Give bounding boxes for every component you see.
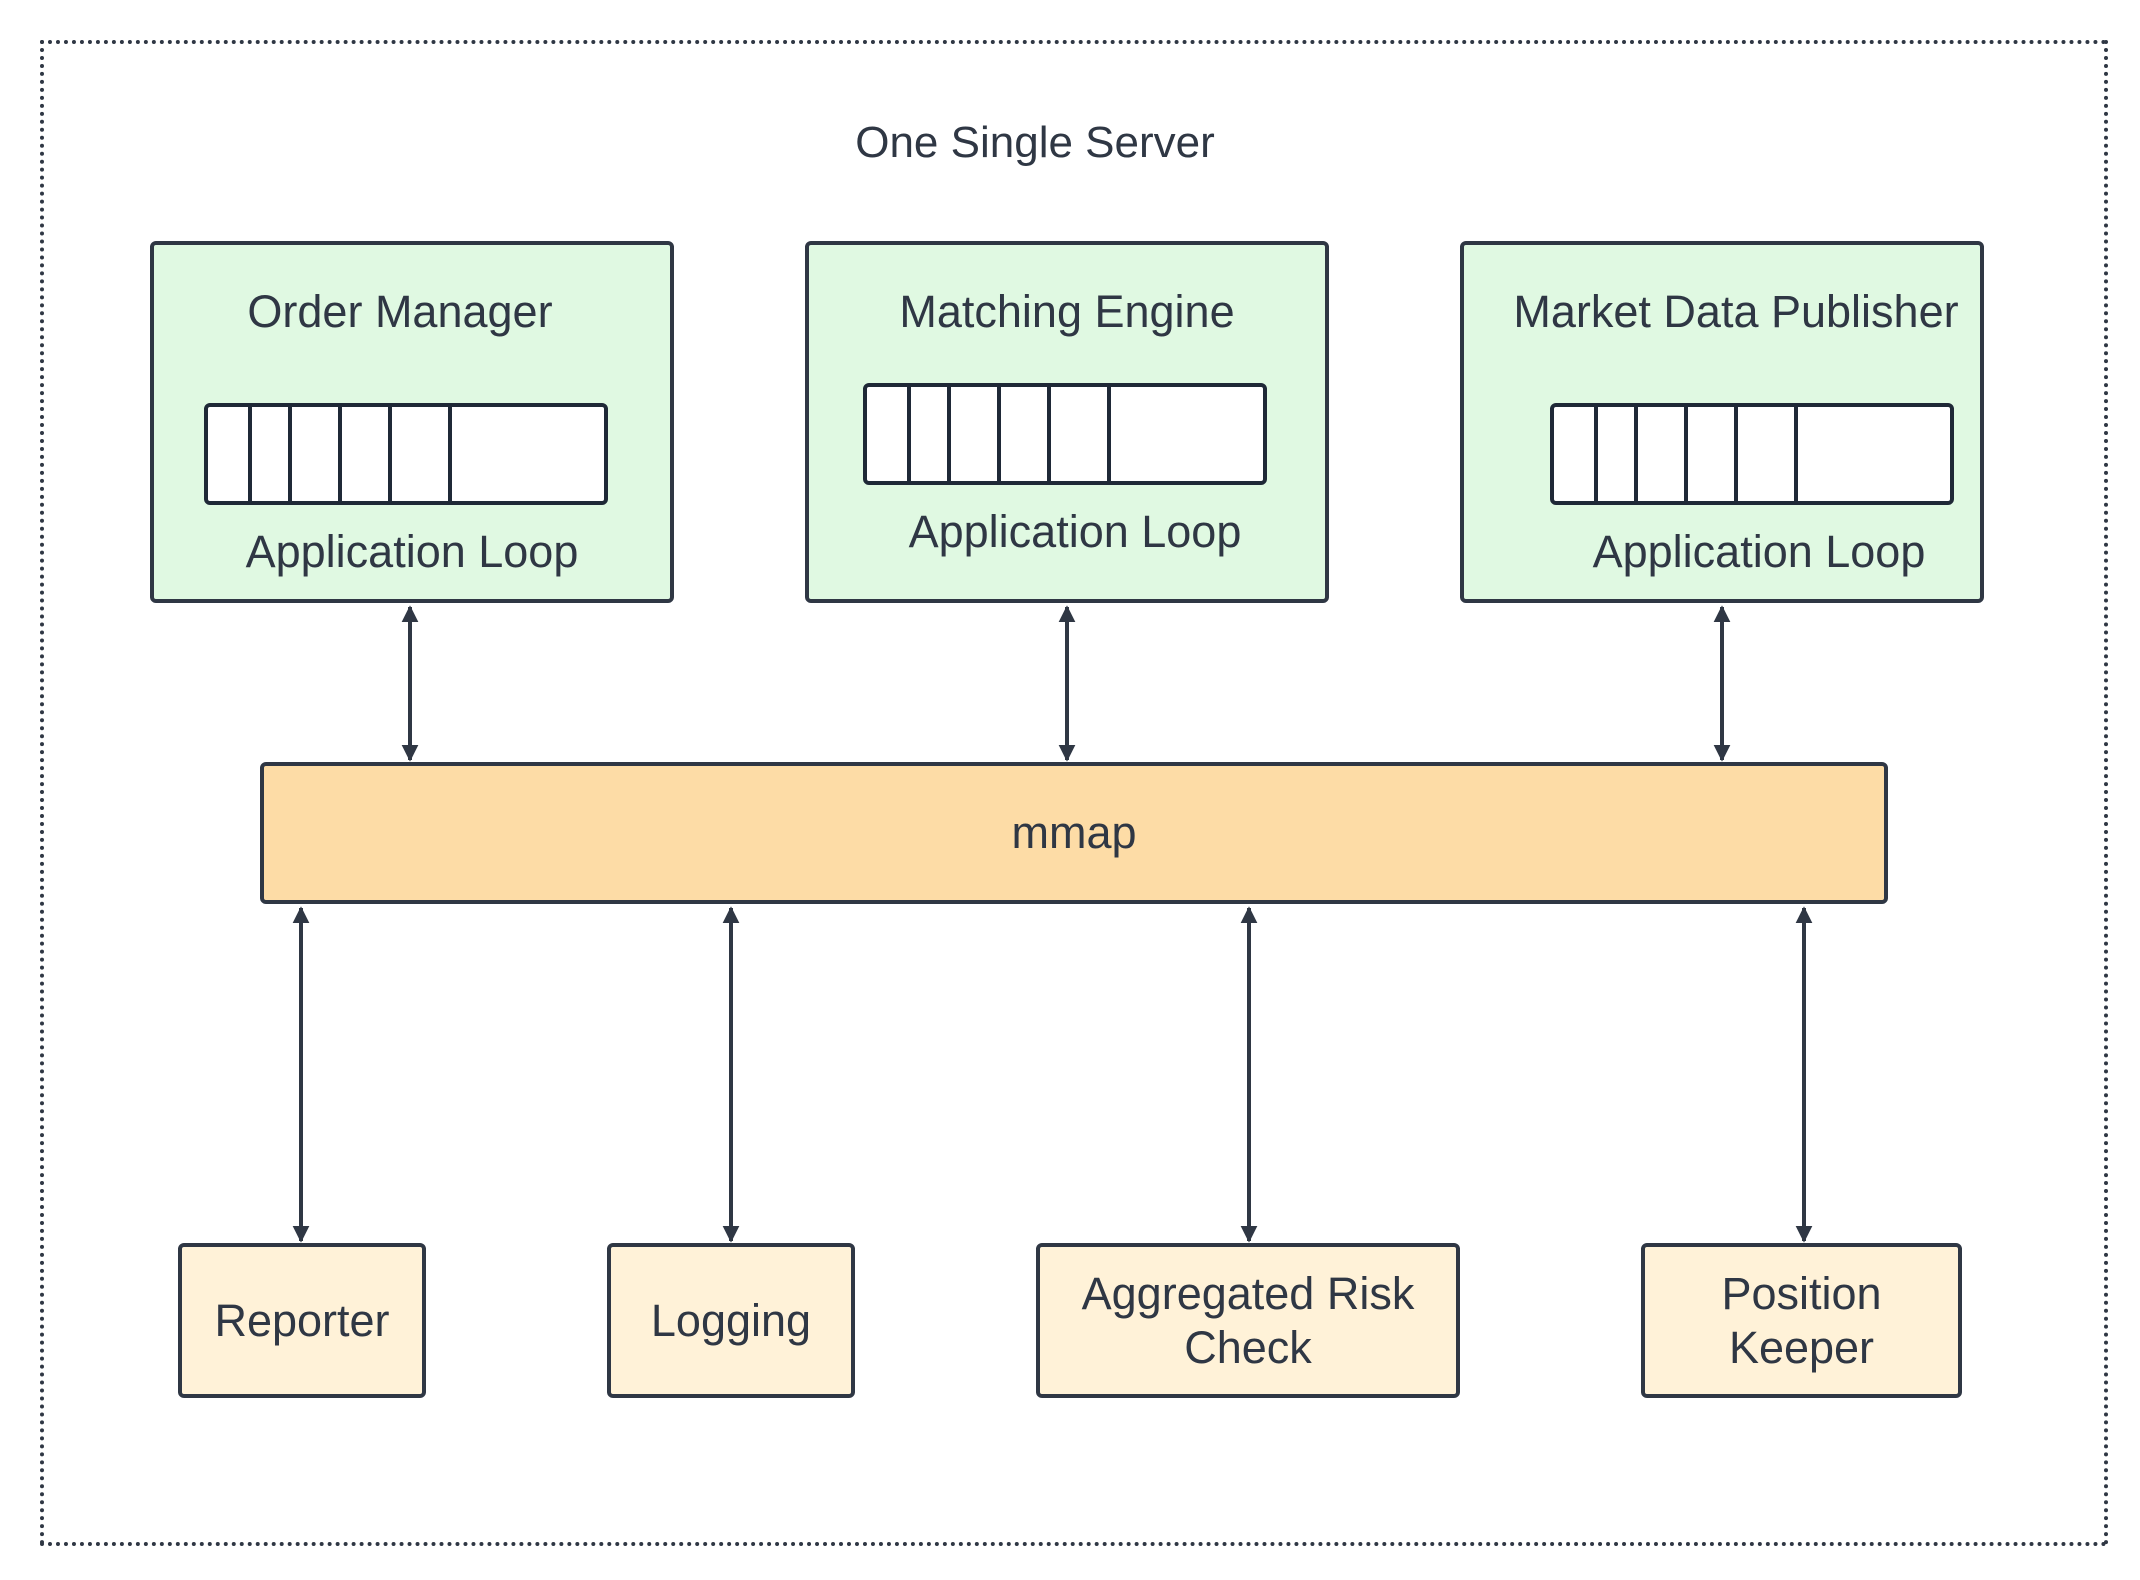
application-loop-label: Application Loop: [908, 506, 1242, 557]
buffer-slot: [448, 407, 452, 501]
component-label-line1: Aggregated Risk: [1081, 1267, 1415, 1319]
component-label-line1: Position: [1721, 1267, 1882, 1319]
ring-buffer: [863, 383, 1267, 485]
service-name: Order Manager: [247, 286, 553, 337]
mmap-shared-memory: mmap: [260, 762, 1888, 904]
component-aggregated-risk-check: Aggregated Risk Check: [1036, 1243, 1460, 1398]
service-order-manager: Order Manager Application Loop: [150, 241, 674, 603]
service-market-data-publisher: Market Data Publisher Application Loop: [1460, 241, 1984, 603]
component-label-line2: Check: [1184, 1321, 1312, 1373]
buffer-slot: [907, 387, 911, 481]
service-name: Market Data Publisher: [1513, 286, 1959, 337]
buffer-slot: [388, 407, 392, 501]
diagram-title: One Single Server: [855, 118, 1215, 167]
component-label-line1: Logging: [650, 1294, 812, 1346]
buffer-slot: [1047, 387, 1051, 481]
buffer-slot: [1107, 387, 1111, 481]
buffer-slot: [288, 407, 292, 501]
buffer-slot: [997, 387, 1001, 481]
component-label-line1: Reporter: [214, 1294, 390, 1346]
ring-buffer: [204, 403, 608, 505]
buffer-slot: [1594, 407, 1598, 501]
buffer-slot: [947, 387, 951, 481]
service-matching-engine: Matching Engine Application Loop: [805, 241, 1329, 603]
component-label: Position Keeper: [1645, 1247, 1958, 1394]
buffer-slot: [248, 407, 252, 501]
application-loop-label: Application Loop: [1592, 526, 1926, 577]
mmap-label: mmap: [1011, 807, 1137, 858]
component-logging: Logging: [607, 1243, 855, 1398]
buffer-slot: [1794, 407, 1798, 501]
component-label: Reporter: [182, 1247, 422, 1394]
buffer-slot: [1734, 407, 1738, 501]
component-label: Aggregated Risk Check: [1040, 1247, 1456, 1394]
component-label-line2: Keeper: [1728, 1321, 1875, 1373]
component-position-keeper: Position Keeper: [1641, 1243, 1962, 1398]
service-name: Matching Engine: [899, 286, 1235, 337]
component-reporter: Reporter: [178, 1243, 426, 1398]
buffer-slot: [338, 407, 342, 501]
ring-buffer: [1550, 403, 1954, 505]
buffer-slot: [1684, 407, 1688, 501]
buffer-slot: [1634, 407, 1638, 501]
component-label: Logging: [611, 1247, 851, 1394]
application-loop-label: Application Loop: [245, 526, 579, 577]
server-boundary: [40, 40, 2108, 1546]
